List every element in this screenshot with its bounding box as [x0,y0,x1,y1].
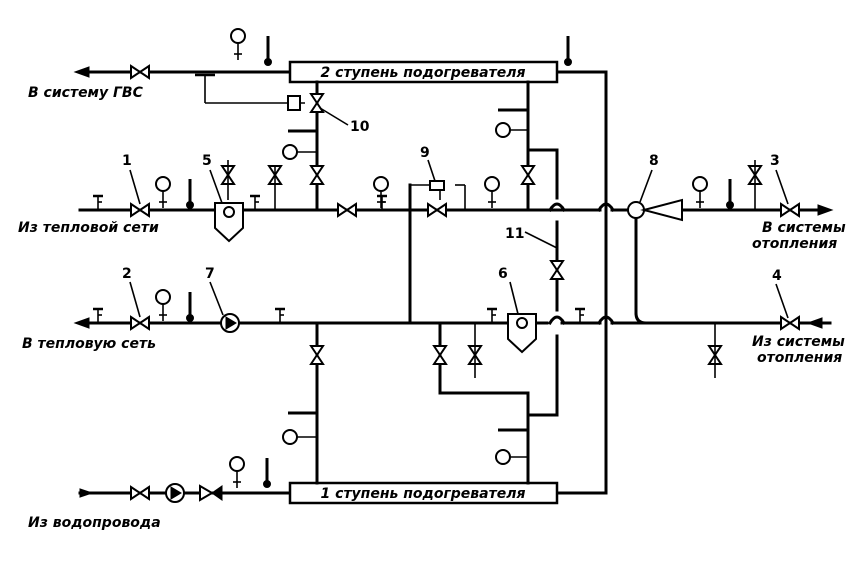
label-to-heating-2: отопления [752,236,837,252]
callout-11: 11 [505,226,524,242]
callout-6: 6 [498,266,508,282]
heater-stage-2: 2 ступень подогревателя [288,60,559,84]
pipe-crossings [547,202,616,326]
callout-3: 3 [770,153,780,169]
callout-2: 2 [122,266,132,282]
label-from-heat-network: Из тепловой сети [18,220,159,236]
callout-7: 7 [205,266,215,282]
label-to-heat-network: В тепловую сеть [22,336,156,352]
label-from-water-supply: Из водопровода [28,515,161,531]
callout-4: 4 [772,268,782,284]
label-to-heating-1: В системы [762,220,846,236]
side-labels: В систему ГВС Из тепловой сети В теплову… [18,85,846,531]
label-from-heating-1: Из системы [752,334,845,350]
hot-water-line [73,66,608,495]
label-to-hot-water: В систему ГВС [28,85,144,101]
callout-9: 9 [420,145,430,161]
callout-1: 1 [122,153,132,169]
callout-10: 10 [350,119,370,135]
heater-stage-1: 1 ступень подогревателя [288,481,559,505]
valve-stubs [227,160,756,378]
callout-leaders [129,107,789,319]
valves [130,65,800,502]
label-from-heating-2: отопления [757,350,842,366]
filter-6 [507,313,537,354]
callout-numbers: 1 2 3 4 5 6 7 8 9 10 11 [122,119,782,284]
internal-piping [195,73,648,485]
instruments [91,28,735,489]
callout-5: 5 [202,153,212,169]
filter-5 [214,202,244,243]
heater-stage-2-label: 2 ступень подогревателя [321,65,526,81]
heater-stage-1-label: 1 ступень подогревателя [321,486,526,502]
elevator-8 [627,198,683,222]
pump-water [165,483,185,503]
pump-7 [220,313,240,333]
callout-8: 8 [649,153,659,169]
